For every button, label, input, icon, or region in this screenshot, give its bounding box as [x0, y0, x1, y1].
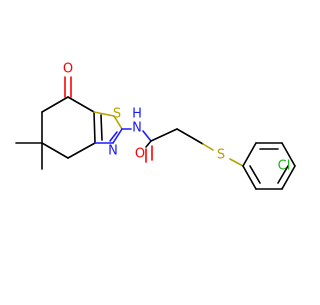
oxygen-amide-label: O: [135, 147, 145, 162]
molecule-drawing: O S N N H O S Cl: [15, 62, 296, 190]
bond-c6-c7: [41, 96, 69, 113]
bond-s-aryl: [229, 158, 244, 167]
nitrogen-amide-label: N: [132, 121, 142, 136]
chlorophenyl-ring: [242, 142, 296, 190]
butyl-chain: [150, 128, 214, 151]
bond-c7a-s1: [93, 111, 115, 117]
bond-ar-1: [242, 142, 257, 167]
sulfur-thioether-label: S: [217, 148, 225, 163]
hydrogen-amide-label: H: [132, 107, 142, 122]
bond-c7a-c3a-double: [100, 114, 103, 141]
thiazole-ring: [93, 111, 123, 144]
amide-linker: [121, 128, 153, 163]
structure-canvas: O S N N H O S Cl: [15, 62, 296, 190]
bond-c4-c5: [41, 142, 69, 159]
cyclohexenone-ring: [41, 96, 103, 159]
bond-c2-n3-double: [109, 131, 118, 142]
bond-ar-3: [281, 142, 296, 167]
bond-ar-6: [242, 165, 257, 190]
bond-nh-carbonyl: [142, 130, 152, 142]
atom-labels: O S N N H O S Cl: [63, 62, 290, 174]
nitrogen-thiazole-label: N: [108, 144, 118, 159]
oxygen-ketone-label: O: [63, 62, 73, 77]
gem-dimethyl: [15, 142, 43, 170]
bond-c3a-c4: [67, 142, 96, 159]
bond-carbonyl-stub: [145, 140, 152, 148]
bond-chain-2: [176, 128, 204, 145]
bond-c2-n3: [112, 128, 123, 144]
bond-chain-s: [202, 143, 214, 151]
bond-s1-c2: [113, 115, 123, 130]
ketone-group: [64, 76, 72, 98]
bond-c7a-c3a: [93, 111, 96, 144]
bond-ar-6-double: [249, 165, 261, 184]
chlorine-label: Cl: [278, 159, 291, 174]
bond-c7-c7a: [67, 96, 95, 113]
bond-ar-4: [281, 165, 296, 190]
sulfur-thiazole-label: S: [113, 107, 121, 122]
bond-chain-1: [150, 128, 178, 142]
bond-ar-4-double: [277, 165, 289, 184]
